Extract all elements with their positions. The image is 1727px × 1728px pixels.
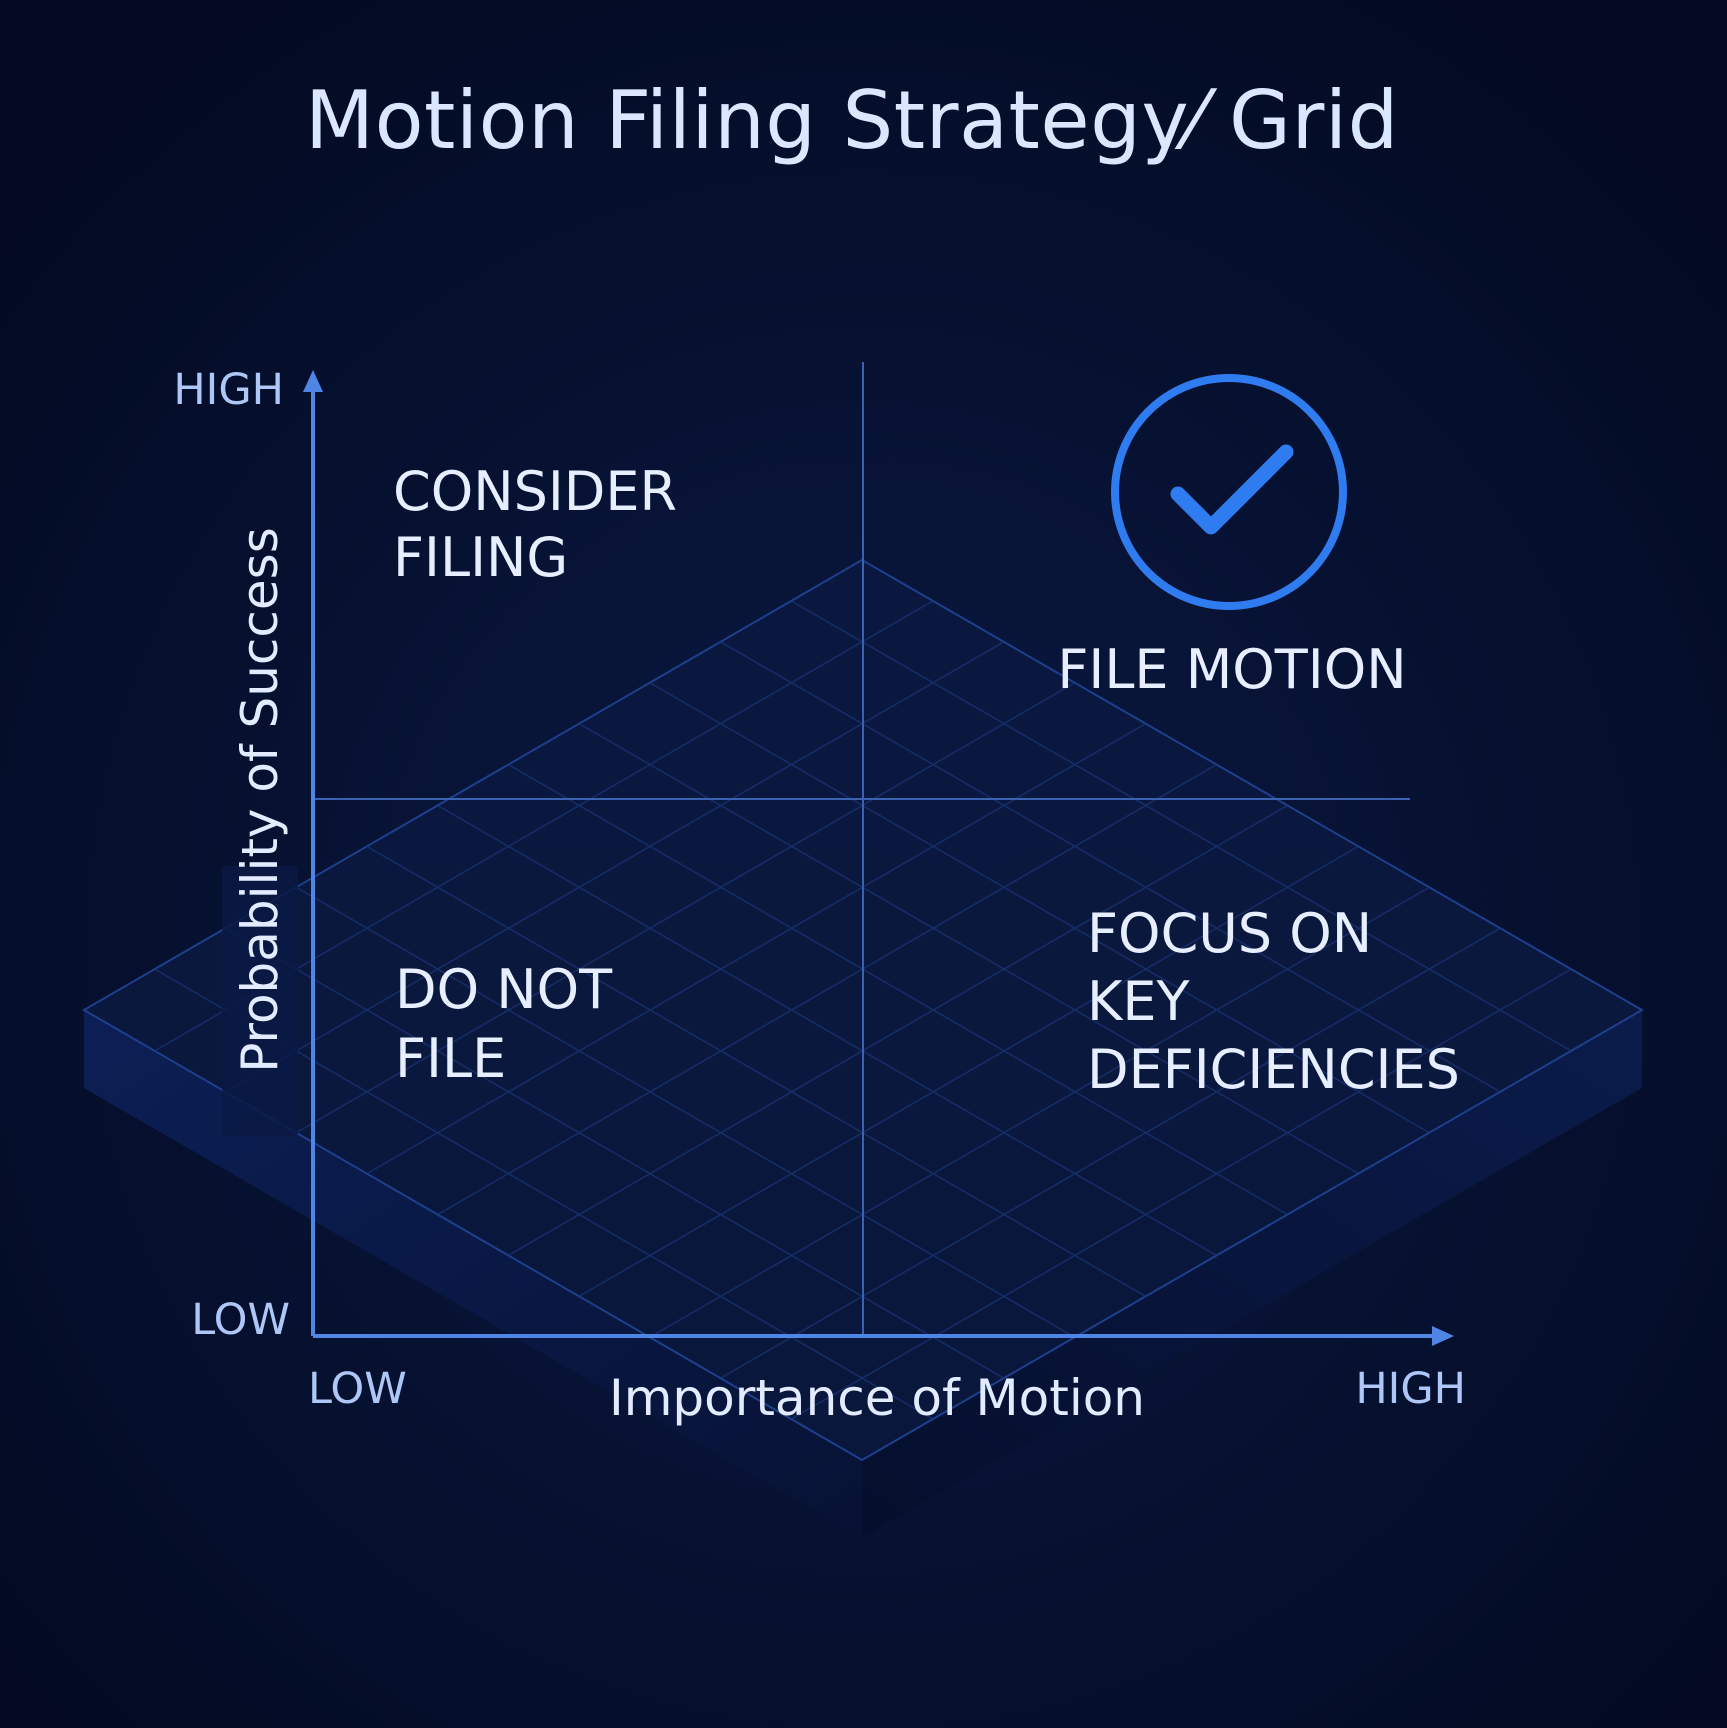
- quadrant-bottom-left-line: DO NOT: [395, 958, 613, 1021]
- x-axis-high-label: HIGH: [1355, 1364, 1466, 1414]
- quadrant-bottom-left-label: DO NOT FILE: [395, 958, 629, 1090]
- quadrant-bottom-right-label: FOCUS ON KEY DEFICIENCIES: [1087, 902, 1460, 1101]
- quadrant-bottom-right-line: DEFICIENCIES: [1087, 1038, 1460, 1101]
- x-axis-arrow-icon: [1432, 1326, 1454, 1346]
- y-axis-low-label: LOW: [191, 1295, 290, 1345]
- y-axis-high-label: HIGH: [173, 365, 284, 415]
- platform-grid-line: [720, 927, 1501, 1379]
- x-axis-title: Importance of Motion: [609, 1369, 1145, 1427]
- x-axis: [313, 1326, 1454, 1346]
- x-axis-low-label: LOW: [308, 1364, 407, 1414]
- platform-grid-line: [366, 845, 1147, 1298]
- platform-grid-line: [225, 927, 1005, 1379]
- platform-grid-line: [720, 641, 1501, 1093]
- platform-right-face: [862, 1010, 1642, 1538]
- platform-grid-line: [437, 804, 1217, 1257]
- quadrant-top-right-line: FILE MOTION: [1057, 638, 1406, 701]
- y-axis-title: Probability of Success: [231, 527, 289, 1073]
- platform-grid-line: [295, 886, 1076, 1338]
- quadrant-top-left-line: FILING: [393, 526, 568, 589]
- platform-grid-line: [578, 845, 1359, 1298]
- quadrant-bottom-left-line: FILE: [395, 1027, 506, 1090]
- y-axis-arrow-icon: [303, 370, 323, 392]
- platform-grid-line: [790, 968, 1572, 1420]
- platform-grid-line: [225, 641, 1005, 1093]
- y-label-band: [222, 866, 298, 1136]
- platform-grid-line: [437, 763, 1217, 1216]
- quadrant-bottom-right-line: FOCUS ON: [1087, 902, 1372, 965]
- check-circle-icon: [1111, 374, 1347, 610]
- platform-grid-line: [295, 682, 1076, 1134]
- quadrant-top-right-label: FILE MOTION: [1057, 638, 1406, 701]
- quadrant-top-left-label: CONSIDER FILING: [393, 460, 694, 589]
- platform-grid-line: [790, 600, 1572, 1052]
- quadrant-bottom-right-line: KEY: [1087, 970, 1191, 1033]
- platform-grid-line: [649, 886, 1430, 1338]
- y-axis: [303, 370, 323, 1336]
- platform-grid-line: [507, 763, 1288, 1216]
- diagram-title: Motion Filing Strategy⁄ Grid: [305, 74, 1399, 167]
- platform-grid: [154, 600, 1572, 1420]
- quadrant-top-left-line: CONSIDER: [393, 460, 677, 523]
- platform-grid-line: [649, 682, 1430, 1134]
- platform-left-face: [84, 1010, 862, 1538]
- platform-grid-line: [507, 804, 1288, 1257]
